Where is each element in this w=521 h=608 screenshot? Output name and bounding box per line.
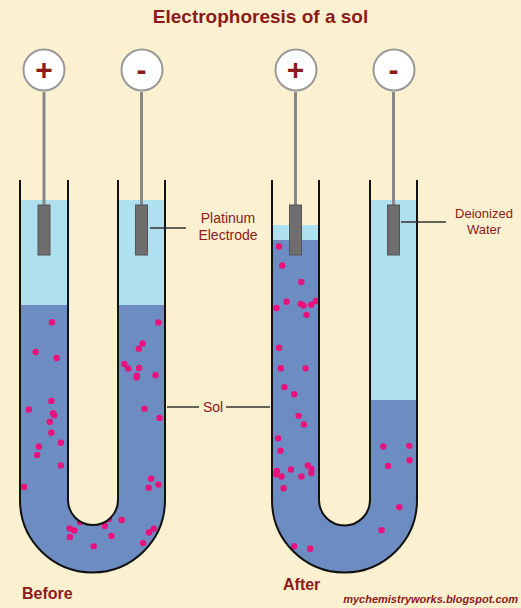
sol-particle (140, 540, 146, 546)
sol-particle (155, 481, 161, 487)
electrode-terminal: - (372, 48, 416, 92)
sol-particle (280, 485, 286, 491)
sol-particle (150, 526, 156, 532)
sol-particle (308, 470, 314, 476)
sol-particle (121, 361, 127, 367)
sol-particle (406, 443, 412, 449)
sol-particle (378, 527, 384, 533)
part-label: Deionized Water (449, 206, 519, 237)
sol-particle (36, 443, 42, 449)
part-label: Sol (201, 399, 225, 416)
u-tube (20, 180, 417, 573)
before-liquid (0, 200, 200, 605)
sol-particle (141, 405, 147, 411)
sol-particle (385, 463, 391, 469)
sol-particle (90, 543, 96, 549)
state-label: After (283, 575, 333, 594)
sol-particle (300, 302, 306, 308)
sol-particle (278, 365, 284, 371)
sol-particle (58, 462, 64, 468)
sol-particle (275, 435, 281, 441)
sol-particle (410, 559, 416, 565)
sol-particle (308, 302, 314, 308)
sol-particle (303, 312, 309, 318)
sol-particle (139, 340, 145, 346)
watermark: mychemistryworks.blogspot.com (318, 593, 518, 606)
sol-particle (298, 473, 304, 479)
sol-particle (67, 534, 73, 540)
sol-particle (302, 365, 308, 371)
sol-particle (133, 374, 139, 380)
sol-particle (47, 419, 53, 425)
polarity-sign: + (274, 48, 318, 92)
sol-particle (279, 262, 285, 268)
electrode-terminal: + (274, 48, 318, 92)
sol-particle (136, 345, 142, 351)
sol-particle (380, 443, 386, 449)
sol-particle (291, 391, 297, 397)
sol-particle (288, 466, 294, 472)
sol-particle (395, 553, 401, 559)
sol-particle (307, 545, 313, 551)
sol-particle (155, 319, 161, 325)
sol-particle (301, 421, 307, 427)
platinum-electrode (38, 92, 400, 255)
electrode-terminal: + (22, 48, 66, 92)
sol-particle (58, 440, 64, 446)
sol-particle (277, 448, 283, 454)
sol-particle (32, 349, 38, 355)
leader-line (150, 222, 446, 407)
sol-particle (274, 468, 280, 474)
sol-particle (295, 413, 301, 419)
sol-particle (48, 430, 54, 436)
sol-particle (48, 398, 54, 404)
sol-particle (283, 298, 289, 304)
sol-particle (26, 406, 32, 412)
sol-particle (273, 305, 279, 311)
sol-particle (342, 504, 348, 510)
electrode-terminal: - (120, 48, 164, 92)
part-label: Platinum Electrode (188, 210, 268, 244)
sol-particle (156, 415, 162, 421)
state-label: Before (22, 584, 92, 603)
sol-particle (49, 319, 55, 325)
sol-particle (119, 517, 125, 523)
diagram-title: Electrophoresis of a sol (0, 6, 521, 28)
sol-particle (145, 484, 151, 490)
sol-particle (288, 557, 294, 563)
after-liquid (250, 200, 440, 608)
sol-particle (148, 476, 154, 482)
sol-particle (276, 345, 282, 351)
sol-particle (21, 484, 27, 490)
polarity-sign: - (372, 48, 416, 92)
sol-particle (298, 279, 304, 285)
sol-particle (66, 525, 72, 531)
sol-particle (396, 504, 402, 510)
sol-particle (53, 355, 59, 361)
sol-particle (51, 412, 57, 418)
sol-particle (34, 452, 40, 458)
sol-particle (276, 243, 282, 249)
sol-particle (406, 457, 412, 463)
polarity-sign: - (120, 48, 164, 92)
polarity-sign: + (22, 48, 66, 92)
sol-particle (152, 372, 158, 378)
sol-particle (136, 365, 142, 371)
sol-particle (108, 533, 114, 539)
sol-particle (281, 384, 287, 390)
